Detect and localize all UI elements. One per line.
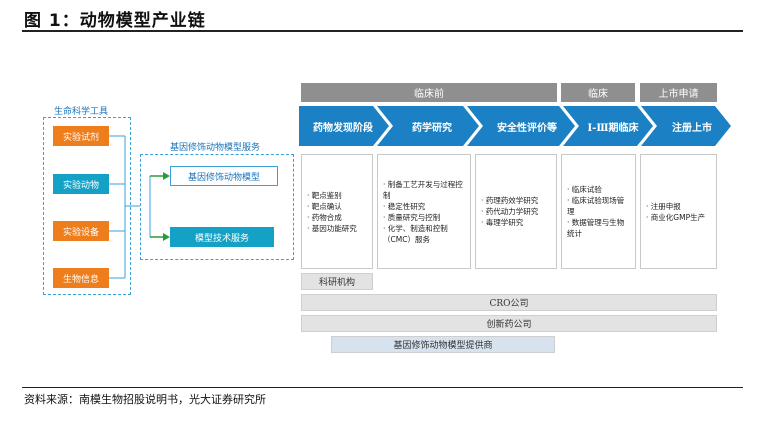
gene-modified-services-label: 基因修饰动物模型服务 [170, 143, 261, 153]
figure-title: 图 1：动物模型产业链 [24, 11, 206, 31]
stage-content-registration: · 注册申报 · 商业化GMP生产 [640, 154, 717, 269]
phase-market-application: 上市申请 [640, 83, 717, 102]
source-note: 资料来源：南模生物招股说明书，光大证券研究所 [24, 393, 266, 406]
list-item: · 毒理学研究 [481, 218, 524, 227]
list-item: · 靶点确认 [307, 201, 342, 211]
life-science-tools-label: 生命科学工具 [54, 107, 109, 117]
stage-content-clinical: · 临床试验 · 临床试验现场管理 · 数据管理与生物统计 [561, 154, 636, 269]
stage-arrow-clinical [563, 106, 653, 146]
stage-content-discovery: · 靶点鉴别 · 靶点确认 · 药物合成 · 基因功能研究 [301, 154, 373, 269]
list-item: · 基因功能研究 [307, 223, 357, 233]
service-gene-modified-model: 基因修饰动物模型 [170, 166, 278, 186]
stage-content-pharmacy: · 制备工艺开发与过程控制 · 稳定性研究 · 质量研究与控制 · 化学、制造和… [377, 154, 471, 269]
list-item: · 临床试验 [567, 185, 602, 194]
stage-label-safety: 安全性评价等 [497, 122, 557, 134]
list-item: · 质量研究与控制 [383, 212, 441, 222]
participant-innovative-pharma: 创新药公司 [301, 315, 717, 332]
list-item: · 药代动力学研究 [481, 207, 539, 216]
list-item: · 靶点鉴别 [307, 190, 342, 200]
list-item: · 化学、制造和控制（CMC）服务 [383, 223, 448, 244]
participant-model-provider: 基因修饰动物模型提供商 [331, 336, 555, 353]
stage-label-discovery: 药物发现阶段 [313, 122, 373, 134]
stage-arrow-pharmacy [377, 106, 479, 146]
phase-preclinical: 临床前 [301, 83, 557, 102]
list-item: · 制备工艺开发与过程控制 [383, 179, 463, 200]
list-item: · 数据管理与生物统计 [567, 218, 625, 238]
list-item: · 药理药效学研究 [481, 196, 539, 205]
list-item: · 临床试验现场管理 [567, 196, 625, 216]
bottom-rule [22, 387, 743, 388]
top-rule [22, 30, 743, 32]
stage-arrow-safety [467, 106, 575, 146]
service-model-tech: 模型技术服务 [170, 227, 274, 247]
phase-clinical: 临床 [561, 83, 635, 102]
stage-arrow-registration [641, 106, 731, 146]
stage-arrows [299, 106, 731, 146]
stage-label-clinical: Ⅰ-Ⅲ期临床 [587, 122, 639, 134]
gene-modified-services-group [140, 154, 294, 260]
participant-research-institutes: 科研机构 [301, 273, 373, 290]
stage-arrow-discovery [299, 106, 389, 146]
stage-label-pharmacy: 药学研究 [412, 122, 452, 134]
list-item: · 稳定性研究 [383, 201, 426, 211]
list-item: · 商业化GMP生产 [646, 212, 706, 222]
tool-item-lab-animals: 实验动物 [53, 174, 109, 194]
life-science-tools-group [43, 117, 131, 295]
tool-item-reagents: 实验试剂 [53, 126, 109, 146]
stage-label-registration: 注册上市 [672, 122, 712, 134]
stage-content-safety: · 药理药效学研究 · 药代动力学研究 · 毒理学研究 [475, 154, 557, 269]
participant-cro: CRO公司 [301, 294, 717, 311]
tool-item-equipment: 实验设备 [53, 221, 109, 241]
list-item: · 注册申报 [646, 201, 681, 211]
tool-item-bioinformatics: 生物信息 [53, 268, 109, 288]
list-item: · 药物合成 [307, 212, 342, 222]
